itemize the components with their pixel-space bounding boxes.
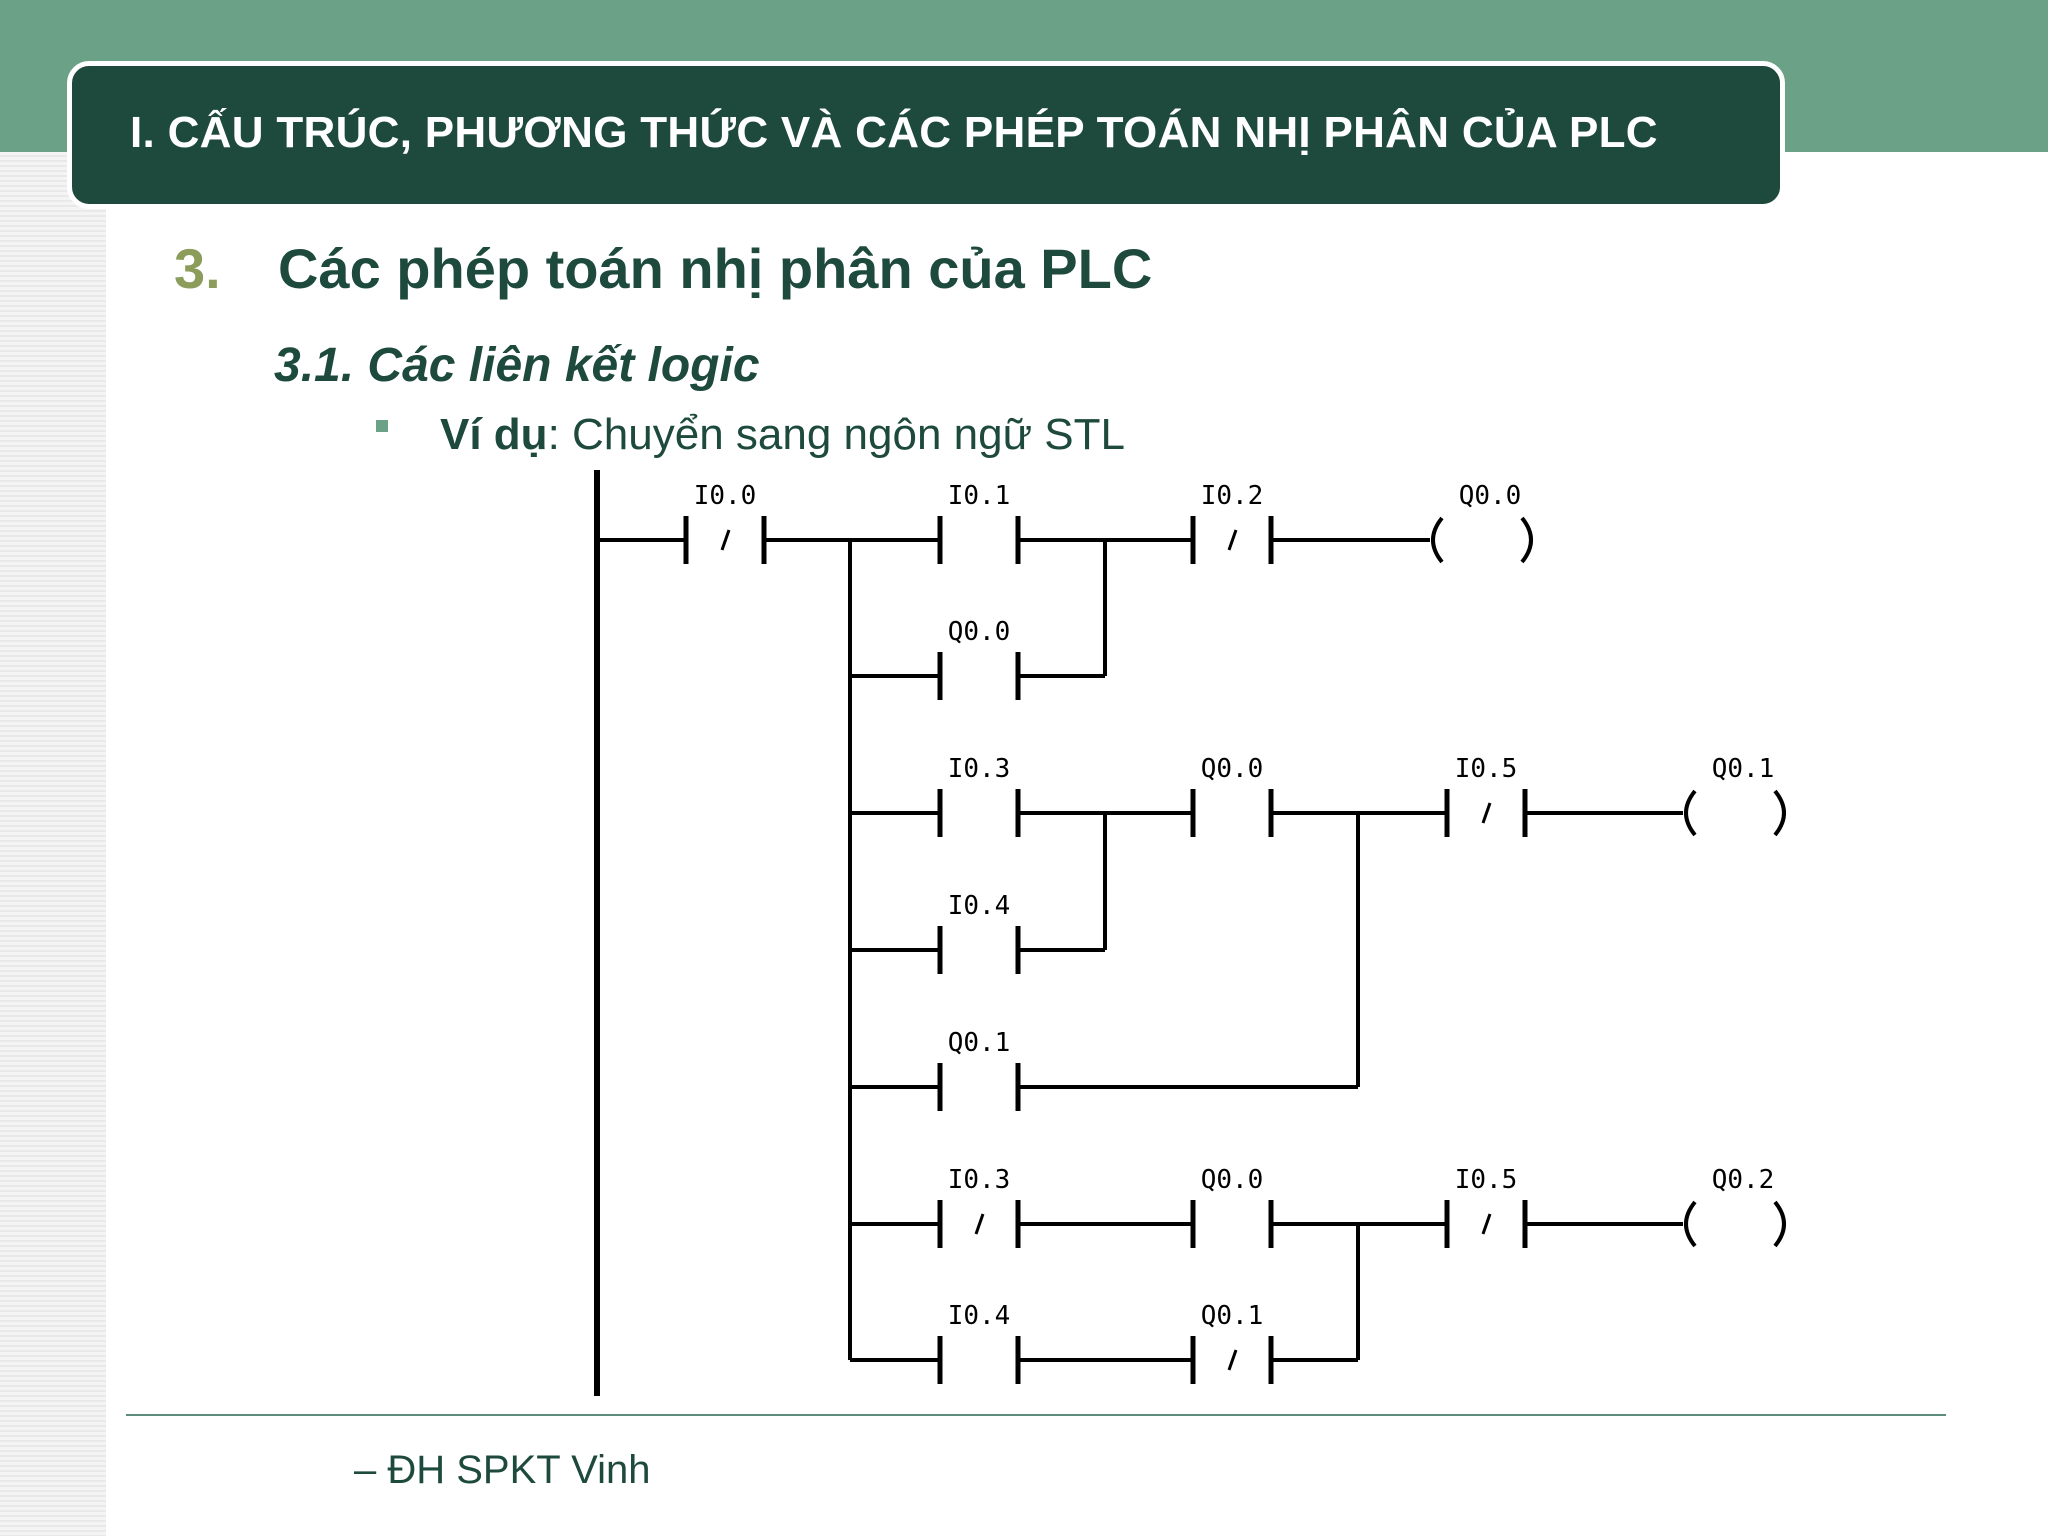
no-contact: I0.3 <box>937 754 1021 837</box>
contact-label: I0.4 <box>948 891 1011 921</box>
subsection-title: 3.1. Các liên kết logic <box>274 339 760 392</box>
section-title: Các phép toán nhị phân của PLC <box>278 237 1153 300</box>
output-coil: Q0.1 <box>1684 754 1786 837</box>
side-stripe <box>0 152 106 1536</box>
no-contact: Q0.0 <box>1190 1165 1274 1248</box>
contact-label: Q0.0 <box>1201 1165 1264 1195</box>
contact-label: Q0.1 <box>948 1028 1011 1058</box>
bullet-label: Ví dụ <box>440 410 548 459</box>
contact-label: I0.4 <box>948 1301 1011 1331</box>
nc-slash <box>974 1213 985 1235</box>
contact-label: I0.0 <box>694 481 757 511</box>
title-bar: I. CẤU TRÚC, PHƯƠNG THỨC VÀ CÁC PHÉP TOÁ… <box>67 61 1785 209</box>
contact-label: I0.1 <box>948 481 1011 511</box>
output-coil: Q0.0 <box>1431 481 1533 564</box>
nc-slash <box>1227 529 1238 551</box>
no-contact: I0.1 <box>937 481 1021 564</box>
section-number: 3. <box>174 237 221 300</box>
output-coil: Q0.2 <box>1684 1165 1786 1248</box>
no-contact: Q0.0 <box>1190 754 1274 837</box>
nc-slash <box>1481 802 1492 824</box>
no-contact: Q0.1 <box>937 1028 1021 1111</box>
nc-contact: I0.0 <box>683 481 767 564</box>
nc-contact: I0.5 <box>1444 754 1528 837</box>
bullet-text: : Chuyển sang ngôn ngữ STL <box>547 410 1125 459</box>
coil-right-paren <box>1773 1200 1786 1248</box>
contact-label: I0.5 <box>1455 754 1518 784</box>
coil-right-paren <box>1520 516 1533 564</box>
coil-label: Q0.1 <box>1712 754 1775 784</box>
nc-contact: I0.5 <box>1444 1165 1528 1248</box>
footer-text: – ĐH SPKT Vinh <box>354 1448 651 1492</box>
no-contact: I0.4 <box>937 891 1021 974</box>
bullet-square-icon <box>376 420 388 432</box>
nc-slash <box>720 529 731 551</box>
contact-label: Q0.0 <box>948 617 1011 647</box>
contact-label: I0.5 <box>1455 1165 1518 1195</box>
slide-title: I. CẤU TRÚC, PHƯƠNG THỨC VÀ CÁC PHÉP TOÁ… <box>130 108 1658 157</box>
no-contact: I0.4 <box>937 1301 1021 1384</box>
coil-label: Q0.2 <box>1712 1165 1775 1195</box>
contact-label: Q0.0 <box>1201 754 1264 784</box>
coil-left-paren <box>1431 516 1444 564</box>
contact-label: I0.2 <box>1201 481 1264 511</box>
coil-label: Q0.0 <box>1459 481 1522 511</box>
nc-slash <box>1227 1349 1238 1371</box>
nc-contact: Q0.1 <box>1190 1301 1274 1384</box>
coil-left-paren <box>1684 789 1697 837</box>
nc-slash <box>1481 1213 1492 1235</box>
nc-contact: I0.2 <box>1190 481 1274 564</box>
section-heading: 3. Các phép toán nhị phân của PLC <box>174 236 1152 301</box>
no-contact: Q0.0 <box>937 617 1021 700</box>
ladder-wires <box>597 538 1683 1362</box>
contact-label: Q0.1 <box>1201 1301 1264 1331</box>
nc-contact: I0.3 <box>937 1165 1021 1248</box>
contact-label: I0.3 <box>948 1165 1011 1195</box>
contact-label: I0.3 <box>948 754 1011 784</box>
bullet-body: Ví dụ: Chuyển sang ngôn ngữ STL <box>440 410 1125 460</box>
footer-divider <box>126 1414 1946 1416</box>
coil-left-paren <box>1684 1200 1697 1248</box>
coil-right-paren <box>1773 789 1786 837</box>
